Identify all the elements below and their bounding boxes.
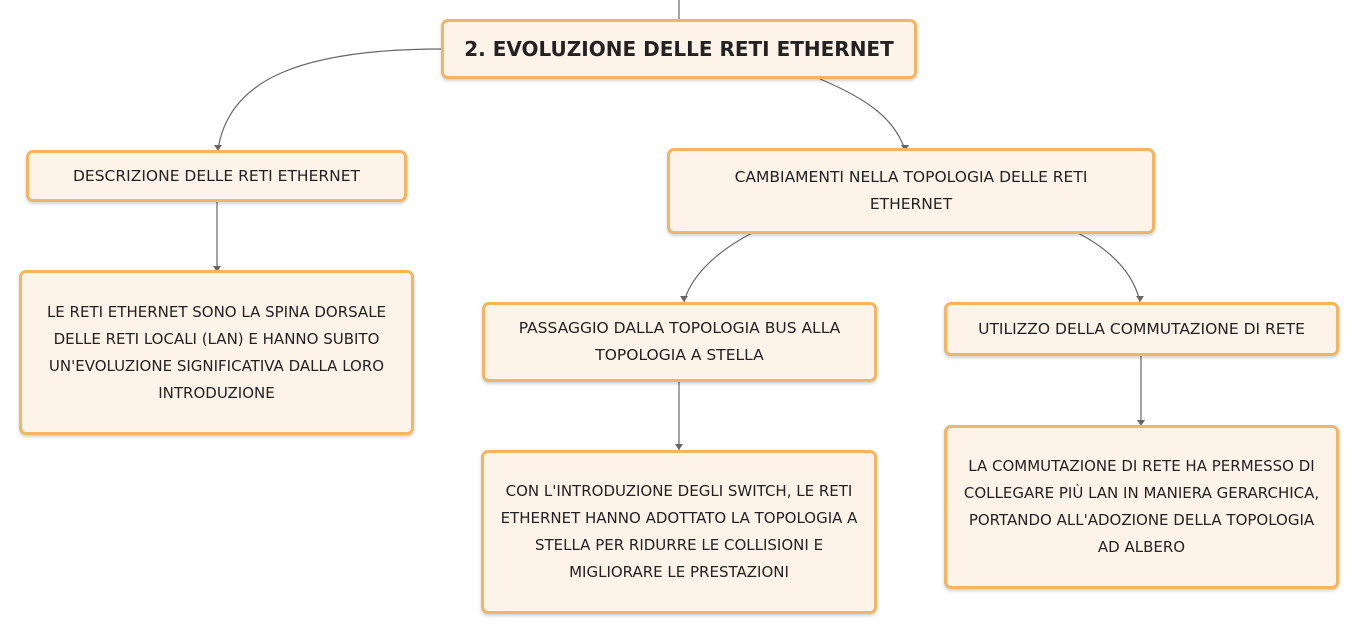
switching-detail-node[interactable]: LA COMMUTAZIONE DI RETE HA PERMESSO DI C… [944,425,1339,589]
right-branch-node[interactable]: CAMBIAMENTI NELLA TOPOLOGIA DELLE RETI E… [667,148,1155,234]
left-branch-label: DESCRIZIONE DELLE RETI ETHERNET [72,166,361,185]
left-branch-node[interactable]: DESCRIZIONE DELLE RETI ETHERNET [26,150,407,202]
connector-root-to-right-branch [819,78,906,151]
connector-right-branch-to-switching [1077,232,1141,303]
root-node[interactable]: 2. EVOLUZIONE DELLE RETI ETHERNET [441,19,917,79]
left-detail-node[interactable]: LE RETI ETHERNET SONO LA SPINA DORSALE D… [19,270,414,435]
connector-right-branch-to-bus-star [683,232,753,303]
bus-star-node[interactable]: PASSAGGIO DALLA TOPOLOGIA BUS ALLA TOPOL… [482,302,877,382]
switching-detail-text: LA COMMUTAZIONE DI RETE HA PERMESSO DI C… [963,457,1320,556]
bus-star-detail-text: CON L'INTRODUZIONE DEGLI SWITCH, LE RETI… [500,482,858,581]
connector-root-to-left-branch [217,48,443,151]
switching-label: UTILIZZO DELLA COMMUTAZIONE DI RETE [978,319,1305,338]
switching-node[interactable]: UTILIZZO DELLA COMMUTAZIONE DI RETE [944,302,1339,356]
left-detail-text: LE RETI ETHERNET SONO LA SPINA DORSALE D… [46,302,387,402]
bus-star-label: PASSAGGIO DALLA TOPOLOGIA BUS ALLA TOPOL… [518,319,841,364]
right-branch-label: CAMBIAMENTI NELLA TOPOLOGIA DELLE RETI E… [734,168,1088,213]
root-node-label: 2. EVOLUZIONE DELLE RETI ETHERNET [464,37,894,61]
bus-star-detail-node[interactable]: CON L'INTRODUZIONE DEGLI SWITCH, LE RETI… [481,450,877,614]
